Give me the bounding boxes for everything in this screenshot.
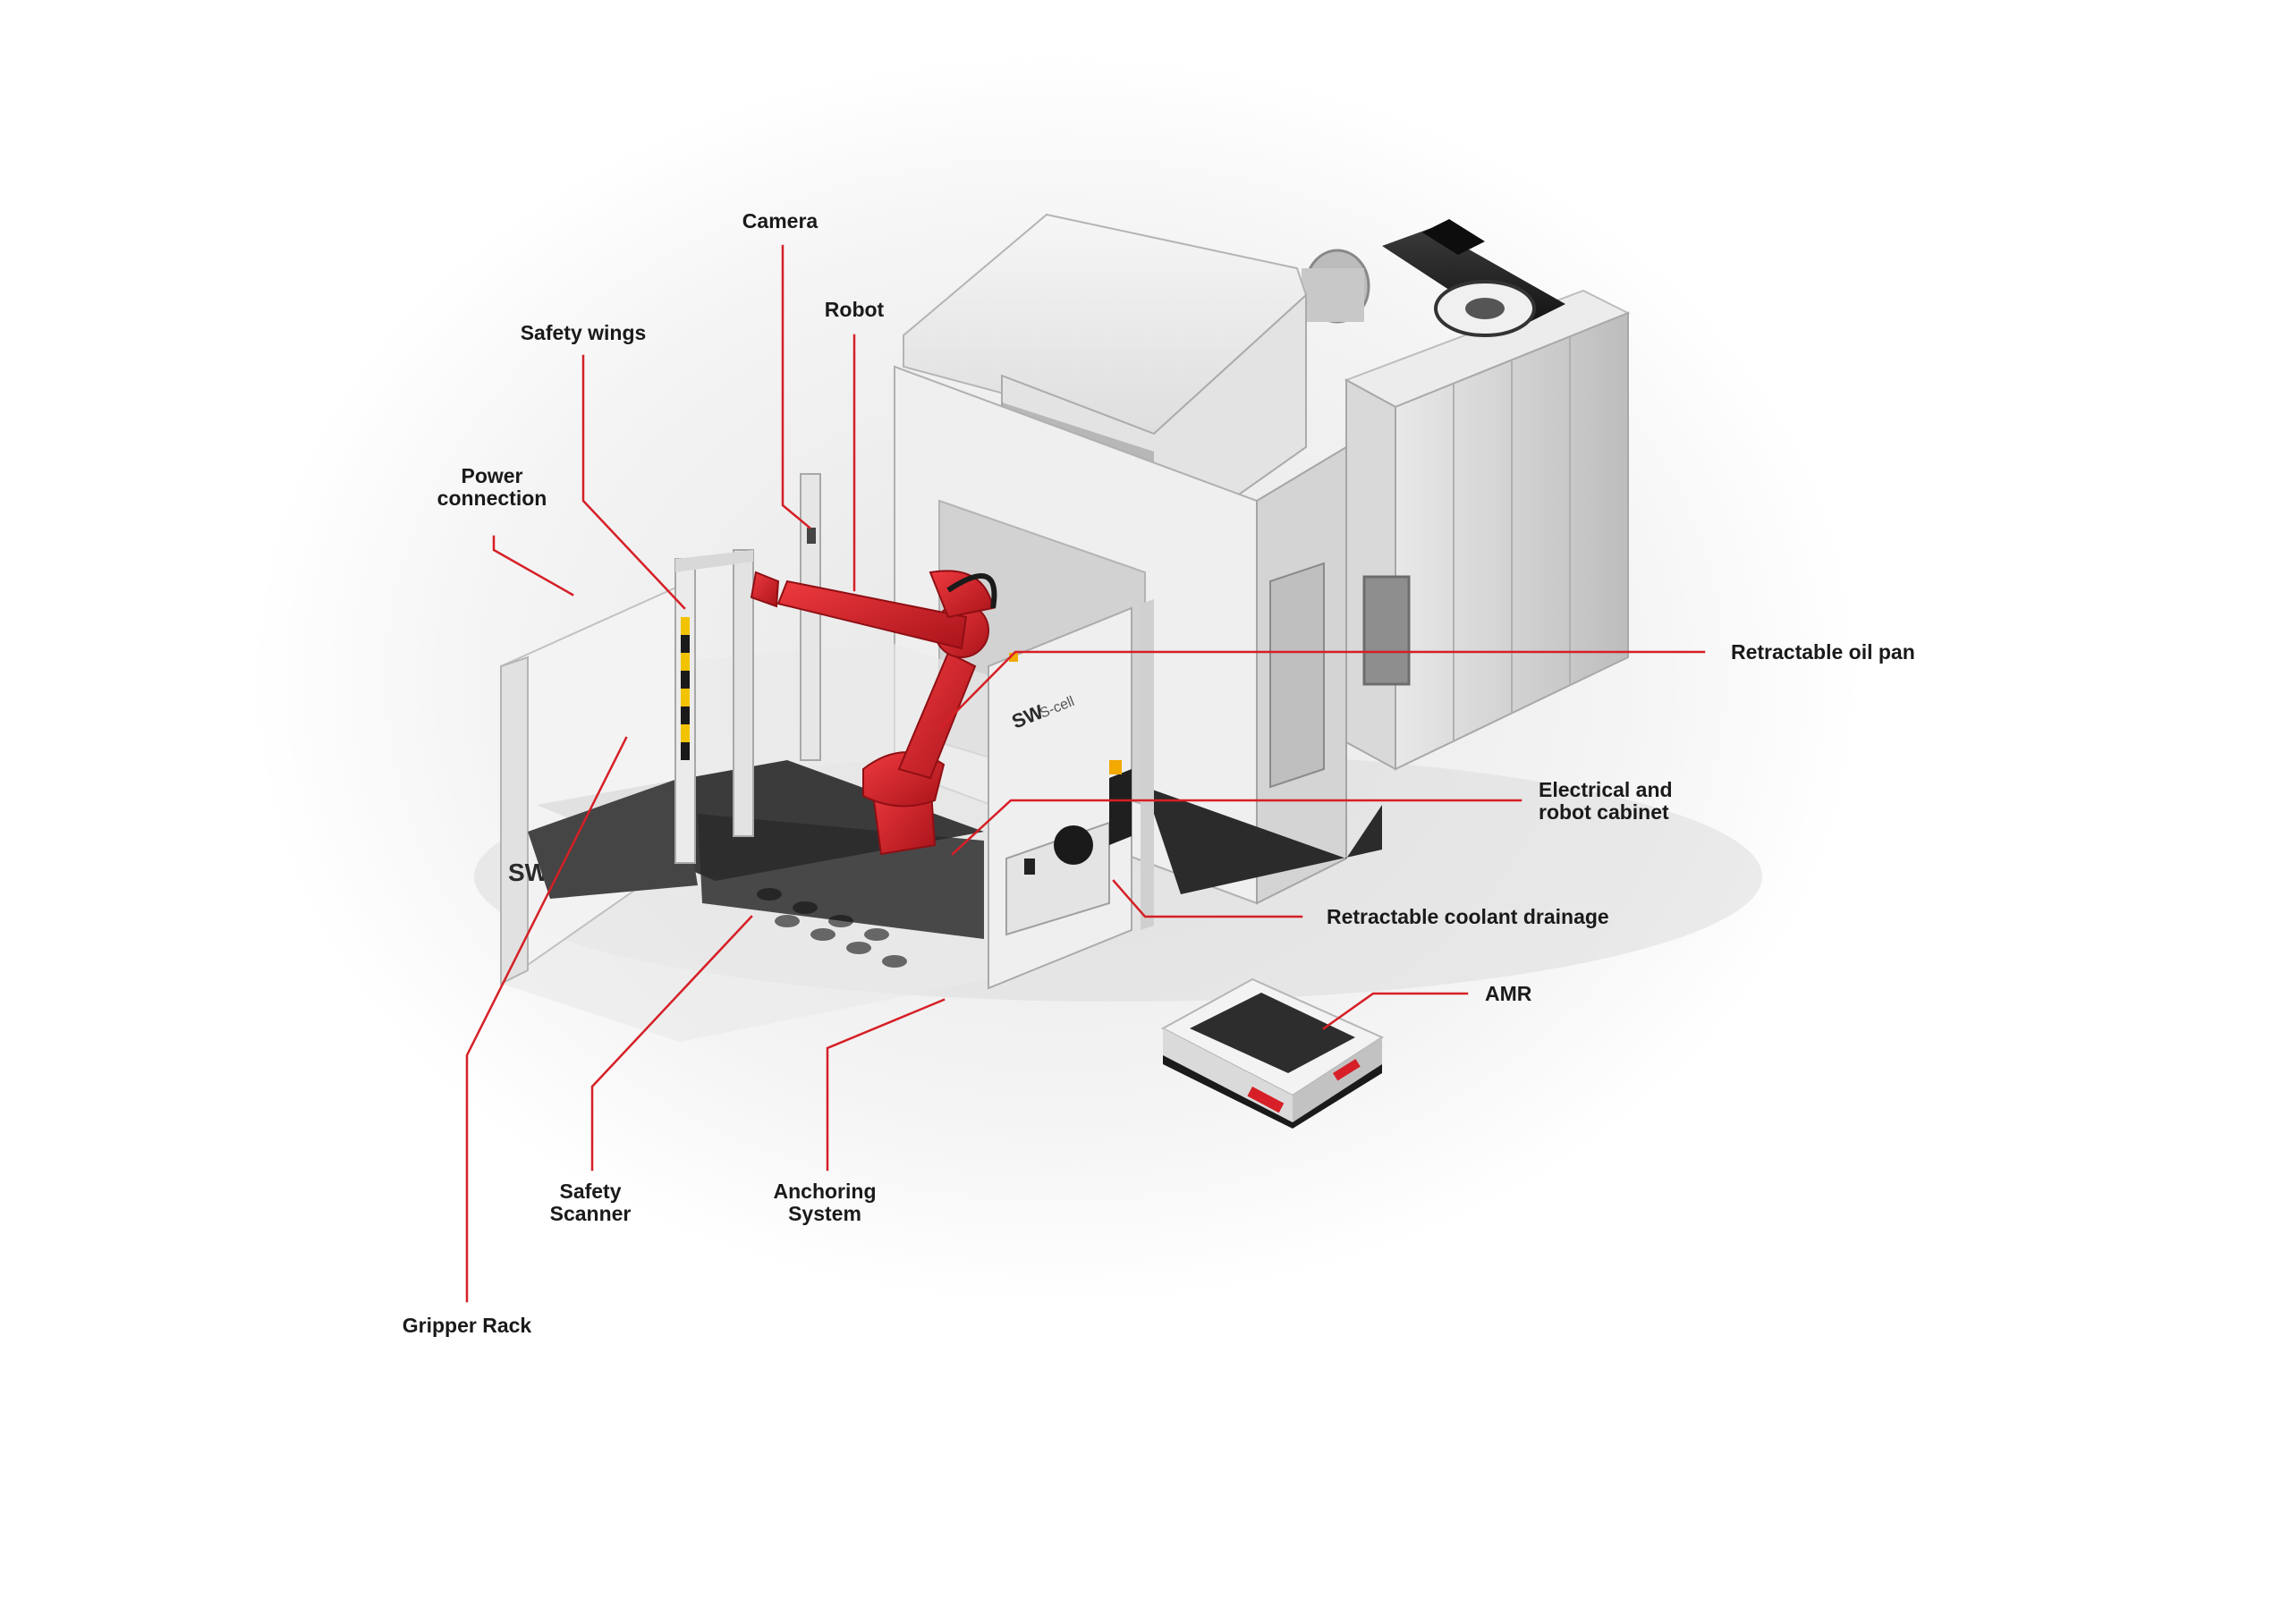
coolant-door (1109, 769, 1132, 845)
callout-leaders (465, 244, 1706, 1303)
leader-safety-wings (581, 354, 686, 610)
label-safety-wings: Safety wings (520, 321, 647, 344)
pallet-grid (757, 888, 907, 968)
label-amr: AMR (1485, 982, 1532, 1005)
leader-safety-scanner (590, 915, 753, 1171)
label-safety-scanner: Safety Scanner (549, 1180, 632, 1225)
camera-mast (800, 473, 821, 761)
leader-power-connection (492, 535, 574, 596)
leader-electrical-cabinet (951, 799, 1522, 856)
amr-vehicle (1160, 977, 1385, 1129)
status-lamp (1109, 760, 1122, 774)
robot-upper-arm (776, 579, 968, 650)
label-electrical-robot-cabinet: Electrical and robot cabinet (1539, 778, 1673, 824)
safety-wing-frame (674, 549, 754, 864)
leader-oil-pan (937, 650, 1706, 731)
robot-cable (946, 573, 997, 609)
leader-coolant-drainage (1112, 879, 1303, 918)
leader-amr (1322, 992, 1469, 1030)
machine-base (1145, 787, 1382, 894)
robot-lower-arm (897, 651, 977, 780)
electrical-cabinet-side (1141, 599, 1154, 930)
warning-stripes (681, 617, 690, 760)
label-gripper-rack: Gripper Rack (402, 1314, 532, 1337)
label-anchoring-system: Anchoring System (773, 1180, 877, 1225)
robot-arm (750, 570, 995, 856)
leader-gripper-rack (465, 736, 628, 1303)
enclosure-door (1269, 562, 1325, 789)
robot-wrist (750, 571, 780, 608)
cabinet-window (1362, 575, 1411, 686)
label-retractable-coolant-drainage: Retractable coolant drainage (1327, 905, 1609, 928)
gripper-tray (528, 778, 698, 899)
leader-camera (781, 244, 811, 529)
side-cabinet-left (1345, 378, 1396, 771)
label-retractable-oil-pan: Retractable oil pan (1731, 640, 1915, 664)
label-robot: Robot (824, 298, 885, 321)
label-power-connection: Power connection (437, 464, 547, 510)
leader-anchoring-system (826, 998, 946, 1171)
label-camera: Camera (742, 209, 818, 233)
